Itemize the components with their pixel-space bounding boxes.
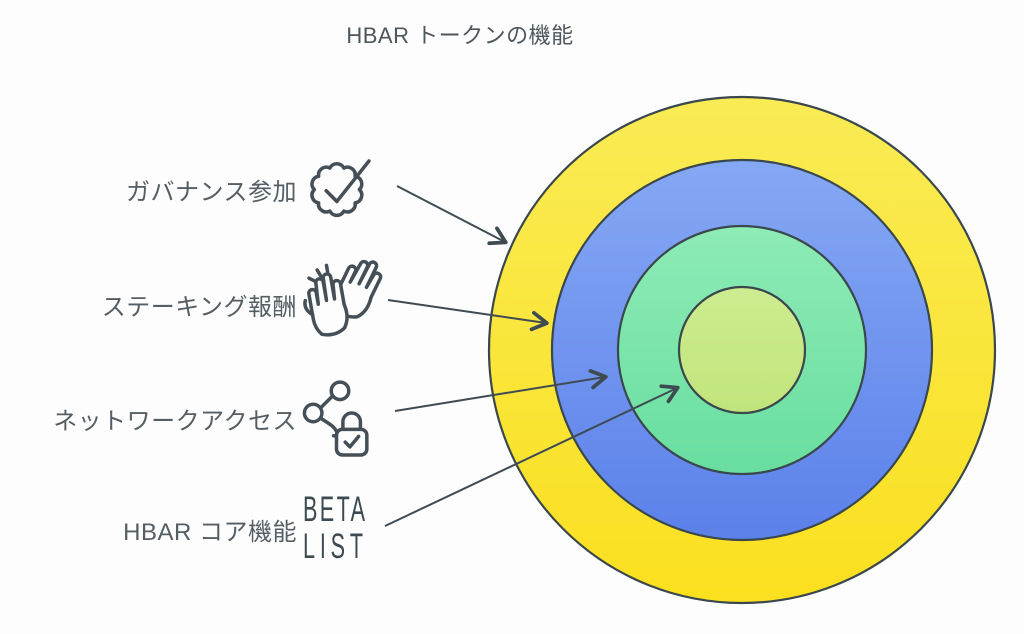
label-governance: ガバナンス参加: [125, 179, 297, 206]
label-core: HBAR コア機能: [123, 519, 297, 546]
network-lock-icon: [302, 380, 369, 457]
ring-center-core: [677, 285, 807, 415]
betalist-line-1: BETA: [303, 489, 368, 529]
label-staking: ステーキング報酬: [101, 294, 297, 321]
betalist-logo: BETA LIST: [303, 489, 368, 566]
badge-check-icon: [310, 159, 371, 218]
diagram-title: HBAR トークンの機能: [346, 23, 574, 48]
label-network-access: ネットワークアクセス: [53, 408, 297, 435]
arrow-network-access: [394, 369, 608, 412]
clapping-hands-icon: [303, 259, 383, 337]
arrow-staking: [387, 299, 549, 332]
arrow-governance: [396, 185, 508, 246]
arrow-core: [384, 384, 680, 527]
betalist-line-2: LIST: [303, 525, 368, 566]
